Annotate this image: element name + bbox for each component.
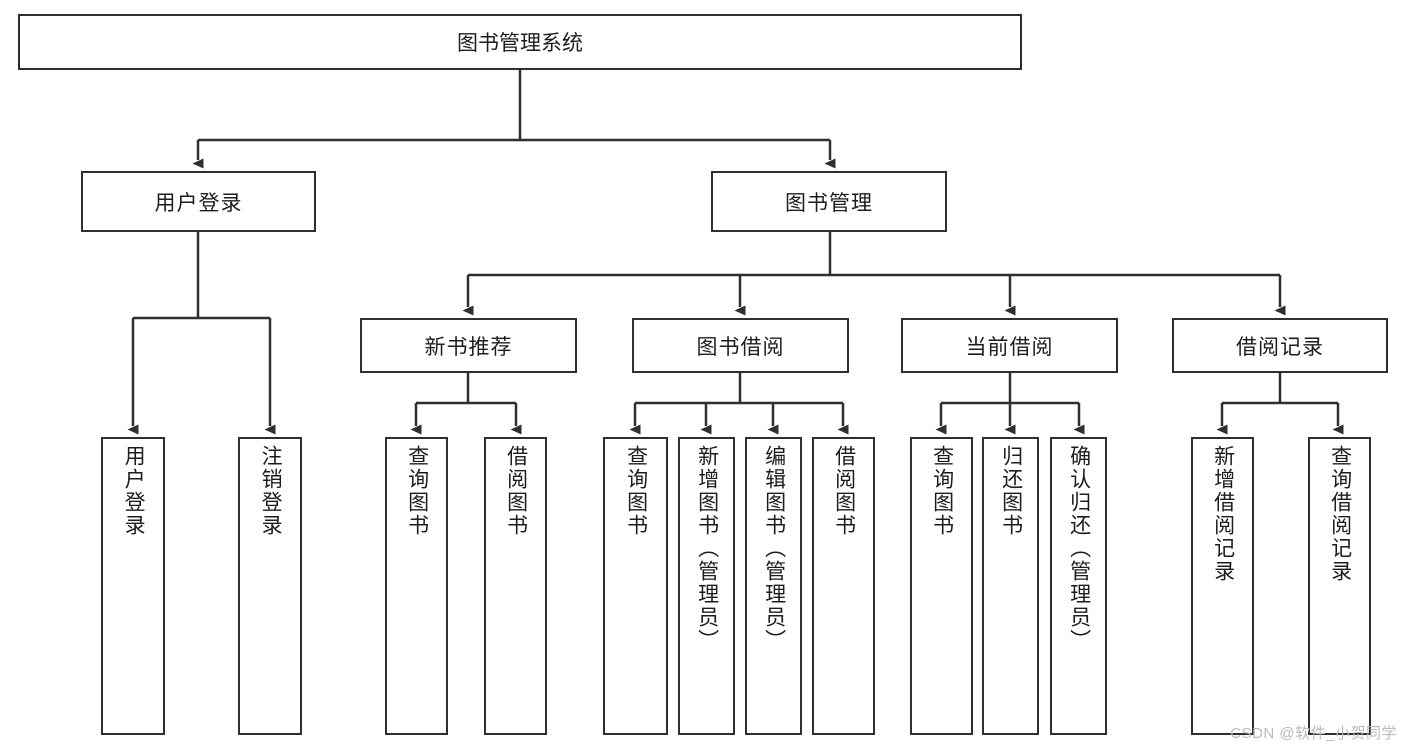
leaf-borrow-book[interactable]: 借阅图书 xyxy=(812,437,875,735)
node-label: 图书借阅 xyxy=(696,335,785,359)
leaf-add-book-admin[interactable]: 新增图书（管理员） xyxy=(678,437,735,735)
node-book-management[interactable]: 图书管理 xyxy=(711,171,947,232)
node-label: 当前借阅 xyxy=(965,335,1054,359)
node-root-system[interactable]: 图书管理系统 xyxy=(18,14,1022,70)
node-label: 借阅记录 xyxy=(1236,335,1324,359)
leaf-label: 归还图书 xyxy=(999,445,1023,537)
node-new-book-recommend[interactable]: 新书推荐 xyxy=(360,318,577,373)
node-label: 图书管理 xyxy=(785,191,873,215)
node-current-borrow[interactable]: 当前借阅 xyxy=(901,318,1118,373)
node-book-borrow[interactable]: 图书借阅 xyxy=(632,318,849,373)
leaf-label: 借阅图书 xyxy=(832,445,856,537)
leaf-label: 查询借阅记录 xyxy=(1328,445,1352,583)
leaf-label: 借阅图书 xyxy=(504,445,528,537)
leaf-label: 查询图书 xyxy=(930,445,954,537)
leaf-label: 确认归还（管理员） xyxy=(1067,445,1091,652)
node-user-login[interactable]: 用户登录 xyxy=(81,171,316,232)
leaf-edit-book-admin[interactable]: 编辑图书（管理员） xyxy=(745,437,802,735)
leaf-label: 用户登录 xyxy=(122,445,146,537)
leaf-label: 注销登录 xyxy=(259,445,283,537)
leaf-label: 新增图书（管理员） xyxy=(695,445,719,652)
leaf-label: 查询图书 xyxy=(624,445,648,537)
node-label: 用户登录 xyxy=(154,191,243,215)
leaf-label: 编辑图书（管理员） xyxy=(762,445,786,652)
node-borrow-record[interactable]: 借阅记录 xyxy=(1172,318,1388,373)
leaf-user-login[interactable]: 用户登录 xyxy=(101,437,165,735)
leaf-label: 查询图书 xyxy=(405,445,429,537)
node-label: 新书推荐 xyxy=(424,335,513,359)
leaf-return-book[interactable]: 归还图书 xyxy=(982,437,1039,735)
leaf-query-book-recommend[interactable]: 查询图书 xyxy=(385,437,448,735)
leaf-query-borrow-record[interactable]: 查询借阅记录 xyxy=(1308,437,1371,735)
leaf-confirm-return-admin[interactable]: 确认归还（管理员） xyxy=(1050,437,1107,735)
leaf-query-book-current[interactable]: 查询图书 xyxy=(910,437,973,735)
node-label: 图书管理系统 xyxy=(457,32,583,55)
leaf-borrow-book-recommend[interactable]: 借阅图书 xyxy=(484,437,547,735)
leaf-logout[interactable]: 注销登录 xyxy=(238,437,302,735)
leaf-query-book-borrow[interactable]: 查询图书 xyxy=(603,437,668,735)
leaf-label: 新增借阅记录 xyxy=(1211,445,1235,583)
leaf-add-borrow-record[interactable]: 新增借阅记录 xyxy=(1191,437,1254,735)
watermark: CSDN @软件_小贺同学 xyxy=(1230,725,1397,742)
